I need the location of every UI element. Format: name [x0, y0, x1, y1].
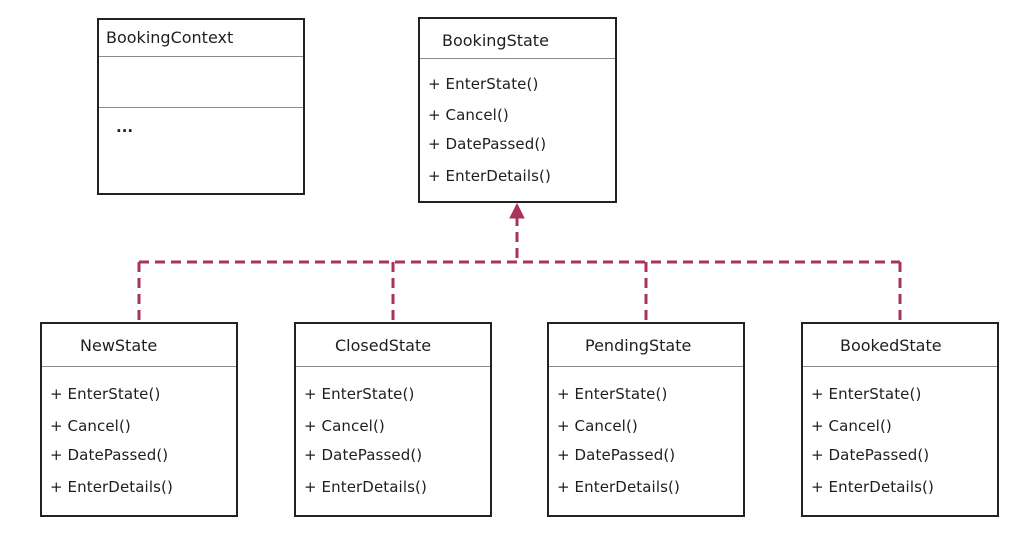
class-name: BookingContext	[99, 20, 303, 57]
method-date-passed: + DatePassed()	[304, 446, 423, 464]
method-date-passed: + DatePassed()	[50, 446, 169, 464]
class-name: ClosedState	[296, 324, 490, 367]
class-name: BookedState	[803, 324, 997, 367]
method-enter-state: + EnterState()	[557, 385, 668, 403]
methods-compartment: + EnterState() + Cancel() + DatePassed()…	[296, 367, 490, 515]
method-enter-details: + EnterDetails()	[50, 478, 173, 496]
method-cancel: + Cancel()	[557, 417, 638, 435]
method-date-passed: + DatePassed()	[811, 446, 930, 464]
method-date-passed: + DatePassed()	[428, 135, 547, 153]
class-name: PendingState	[549, 324, 743, 367]
booked-state-class: BookedState + EnterState() + Cancel() + …	[801, 322, 999, 517]
method-enter-state: + EnterState()	[428, 75, 539, 93]
method-enter-details: + EnterDetails()	[428, 167, 551, 185]
method-cancel: + Cancel()	[304, 417, 385, 435]
class-name: NewState	[42, 324, 236, 367]
inheritance-connectors	[137, 216, 902, 322]
method-enter-details: + EnterDetails()	[557, 478, 680, 496]
method-cancel: + Cancel()	[811, 417, 892, 435]
pending-state-class: PendingState + EnterState() + Cancel() +…	[547, 322, 745, 517]
methods-compartment: + EnterState() + Cancel() + DatePassed()…	[549, 367, 743, 515]
method-date-passed: + DatePassed()	[557, 446, 676, 464]
class-name: BookingState	[420, 19, 615, 59]
booking-context-class: BookingContext ...	[97, 18, 305, 195]
new-state-class: NewState + EnterState() + Cancel() + Dat…	[40, 322, 238, 517]
methods-compartment: + EnterState() + Cancel() + DatePassed()…	[803, 367, 997, 515]
method-enter-state: + EnterState()	[304, 385, 415, 403]
closed-state-class: ClosedState + EnterState() + Cancel() + …	[294, 322, 492, 517]
methods-compartment: + EnterState() + Cancel() + DatePassed()…	[420, 59, 615, 201]
method-cancel: + Cancel()	[50, 417, 131, 435]
method-enter-state: + EnterState()	[50, 385, 161, 403]
method-enter-details: + EnterDetails()	[811, 478, 934, 496]
method-enter-state: + EnterState()	[811, 385, 922, 403]
method-enter-details: + EnterDetails()	[304, 478, 427, 496]
methods-ellipsis: ...	[116, 118, 134, 136]
realization-arrowhead	[509, 202, 525, 219]
attributes-compartment	[99, 57, 303, 108]
booking-state-class: BookingState + EnterState() + Cancel() +…	[418, 17, 617, 203]
method-cancel: + Cancel()	[428, 106, 509, 124]
methods-compartment: + EnterState() + Cancel() + DatePassed()…	[42, 367, 236, 515]
